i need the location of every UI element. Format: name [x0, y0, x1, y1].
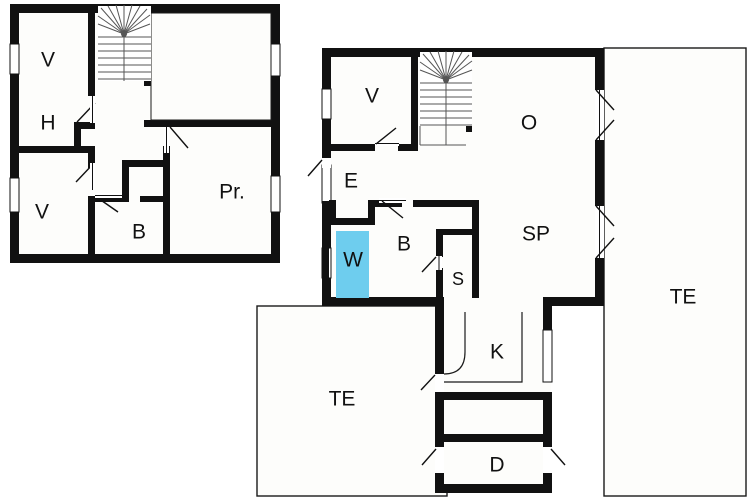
room-label-e: E [344, 170, 358, 193]
upper-doors [75, 96, 189, 213]
upper-windows [9, 43, 281, 213]
room-label-pr: Pr. [219, 181, 245, 204]
stairs-ground-icon [419, 50, 473, 146]
washing-machine-w[interactable] [336, 231, 369, 298]
room-label-sp: SP [522, 223, 550, 246]
stairs-upper-icon [97, 4, 151, 81]
ground-doors [307, 127, 566, 473]
room-label-v-ground: V [365, 85, 379, 108]
ground-terrace-outlines [256, 47, 747, 497]
ground-terrace-doors [595, 89, 615, 259]
room-label-s: S [452, 269, 464, 289]
plan-ground-floor: V O E SP W B S K TE TE D [256, 47, 747, 497]
room-label-te-left: TE [329, 388, 356, 411]
room-label-k: K [490, 341, 504, 364]
ground-floor-fill [322, 48, 604, 492]
room-label-w: W [343, 249, 363, 272]
room-label-v-upper-1: V [41, 49, 55, 72]
room-label-o: O [521, 112, 537, 135]
plan-upper-floor: V H V B Pr. [9, 4, 281, 263]
room-label-h: H [40, 112, 55, 135]
room-label-te-right: TE [670, 286, 697, 309]
room-label-d: D [489, 454, 504, 477]
room-label-b-upper: B [132, 221, 146, 244]
room-label-v-upper-2: V [35, 201, 49, 224]
ground-thin-lines [443, 312, 523, 383]
room-label-b-ground: B [397, 233, 411, 256]
